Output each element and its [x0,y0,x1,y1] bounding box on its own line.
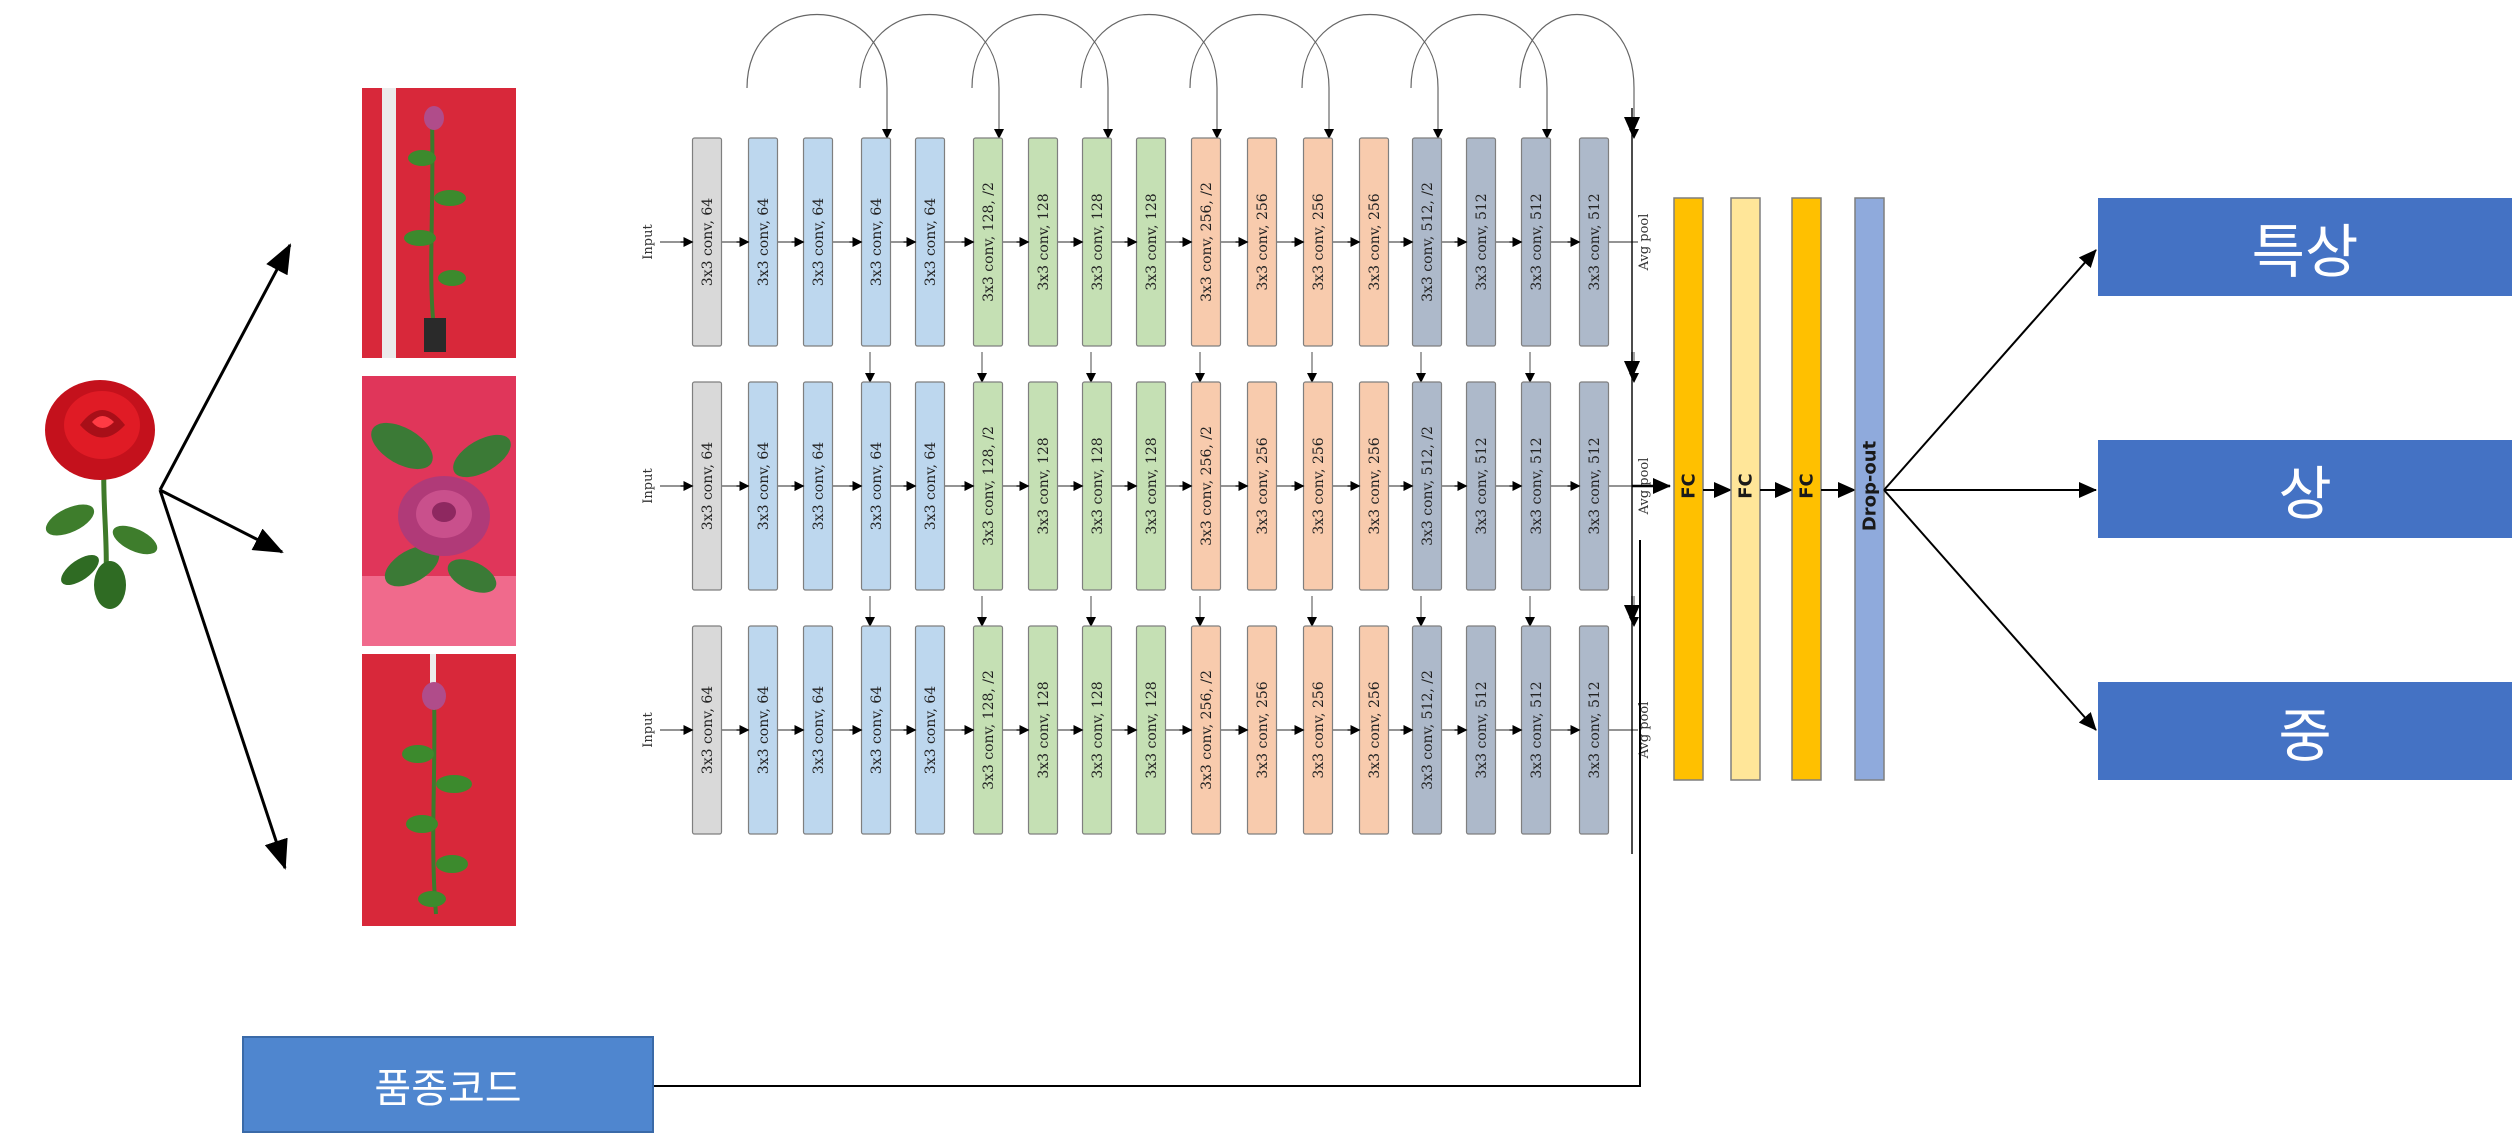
output-class-3: 중 [2098,682,2512,780]
skip-connection [859,14,1004,139]
conv-layer-label: 3x3 conv, 512 [1474,437,1490,534]
conv-layer-label: 3x3 conv, 256 [1367,681,1383,778]
conv-layer-label: 3x3 conv, 64 [869,686,885,775]
conv-layer-label: 3x3 conv, 512 [1474,681,1490,778]
conv-layer-label: 3x3 conv, 64 [700,442,716,531]
arrow-to-output-1 [1883,249,2097,491]
skip-connection [1519,13,1639,139]
conv-layer-label: 3x3 conv, 128, /2 [981,426,997,546]
fc-layer [1673,197,1704,781]
output-class-1: 특상 [2098,198,2512,296]
fc-label: FC [1736,473,1757,499]
conv-layer-label: 3x3 conv, 512 [1587,437,1603,534]
conv-layer-label: 3x3 conv, 64 [811,442,827,531]
fc-label: FC [1797,473,1818,499]
dropout-layer [1854,197,1885,781]
conv-layer-label: 3x3 conv, 256, /2 [1199,182,1215,302]
sample-photo-1 [362,88,516,358]
row-input-label: Input [641,468,656,504]
conv-layer-label: 3x3 conv, 64 [923,198,939,287]
conv-layer-label: 3x3 conv, 256 [1311,681,1327,778]
conv-layer-label: 3x3 conv, 128 [1090,437,1106,534]
conv-layer-label: 3x3 conv, 64 [756,686,772,775]
conv-layer-label: 3x3 conv, 256 [1367,193,1383,290]
skip-connection [1301,14,1443,139]
conv-layer-label: 3x3 conv, 512 [1474,193,1490,290]
conv-layer-label: 3x3 conv, 512 [1587,193,1603,290]
row-input-label: Input [641,224,656,260]
arrow-to-sample-2 [159,488,284,554]
skip-connection [746,14,892,139]
conv-layer-label: 3x3 conv, 512, /2 [1420,670,1436,790]
conv-layer-label: 3x3 conv, 256 [1367,437,1383,534]
conv-layer-label: 3x3 conv, 512, /2 [1420,182,1436,302]
arrow-to-sample-3 [158,489,288,870]
conv-layer-label: 3x3 conv, 128, /2 [981,670,997,790]
conv-layer-label: 3x3 conv, 256 [1255,193,1271,290]
conv-layer-label: 3x3 conv, 512 [1529,681,1545,778]
rose-photo-icon [40,370,170,610]
dropout-label: Drop-out [1860,440,1881,531]
variety-code-line [654,540,1641,1087]
conv-layer-label: 3x3 conv, 256 [1311,193,1327,290]
conv-layer-label: 3x3 conv, 64 [869,442,885,531]
conv-layer-label: 3x3 conv, 128 [1036,437,1052,534]
sample-photo-2 [362,376,516,646]
variety-code-box: 품종코드 [242,1036,654,1133]
conv-layer-label: 3x3 conv, 64 [756,442,772,531]
conv-layer-label: 3x3 conv, 128 [1036,193,1052,290]
conv-layer-label: 3x3 conv, 128 [1144,681,1160,778]
conv-layer-label: 3x3 conv, 64 [700,198,716,287]
conv-layer-label: 3x3 conv, 128 [1090,193,1106,290]
conv-layer-label: 3x3 conv, 128, /2 [981,182,997,302]
conv-layer-label: 3x3 conv, 512 [1529,193,1545,290]
conv-layer-label: 3x3 conv, 256 [1311,437,1327,534]
fc-label: FC [1679,473,1700,499]
conv-layer-label: 3x3 conv, 256, /2 [1199,426,1215,546]
conv-layer-label: 3x3 conv, 256 [1255,681,1271,778]
skip-connection [971,14,1113,139]
fc-layer [1730,197,1761,781]
skip-connection [1410,14,1552,139]
skip-connection [1189,14,1334,139]
sample-photo-3 [362,654,516,926]
skip-connection [1080,14,1222,139]
conv-layer-label: 3x3 conv, 64 [700,686,716,775]
conv-layer-label: 3x3 conv, 64 [756,198,772,287]
conv-layer-label: 3x3 conv, 64 [811,686,827,775]
row-input-label: Input [641,712,656,748]
conv-layer-label: 3x3 conv, 64 [923,442,939,531]
conv-layer-label: 3x3 conv, 64 [811,198,827,287]
conv-layer-label: 3x3 conv, 512, /2 [1420,426,1436,546]
conv-layer-label: 3x3 conv, 128 [1144,437,1160,534]
conv-layer-label: 3x3 conv, 256 [1255,437,1271,534]
conv-layer-label: 3x3 conv, 256, /2 [1199,670,1215,790]
output-class-2: 상 [2098,440,2512,538]
conv-layer-label: 3x3 conv, 64 [923,686,939,775]
arrow-to-output-3 [1883,489,2097,731]
conv-layer-label: 3x3 conv, 128 [1144,193,1160,290]
conv-layer-label: 3x3 conv, 512 [1587,681,1603,778]
conv-layer-label: 3x3 conv, 128 [1090,681,1106,778]
fc-layer [1791,197,1822,781]
conv-layer-label: 3x3 conv, 128 [1036,681,1052,778]
conv-layer-label: 3x3 conv, 64 [869,198,885,287]
row-pool-label: Avg pool [1637,214,1652,272]
arrow-to-sample-1 [158,243,292,491]
conv-layer-label: 3x3 conv, 512 [1529,437,1545,534]
